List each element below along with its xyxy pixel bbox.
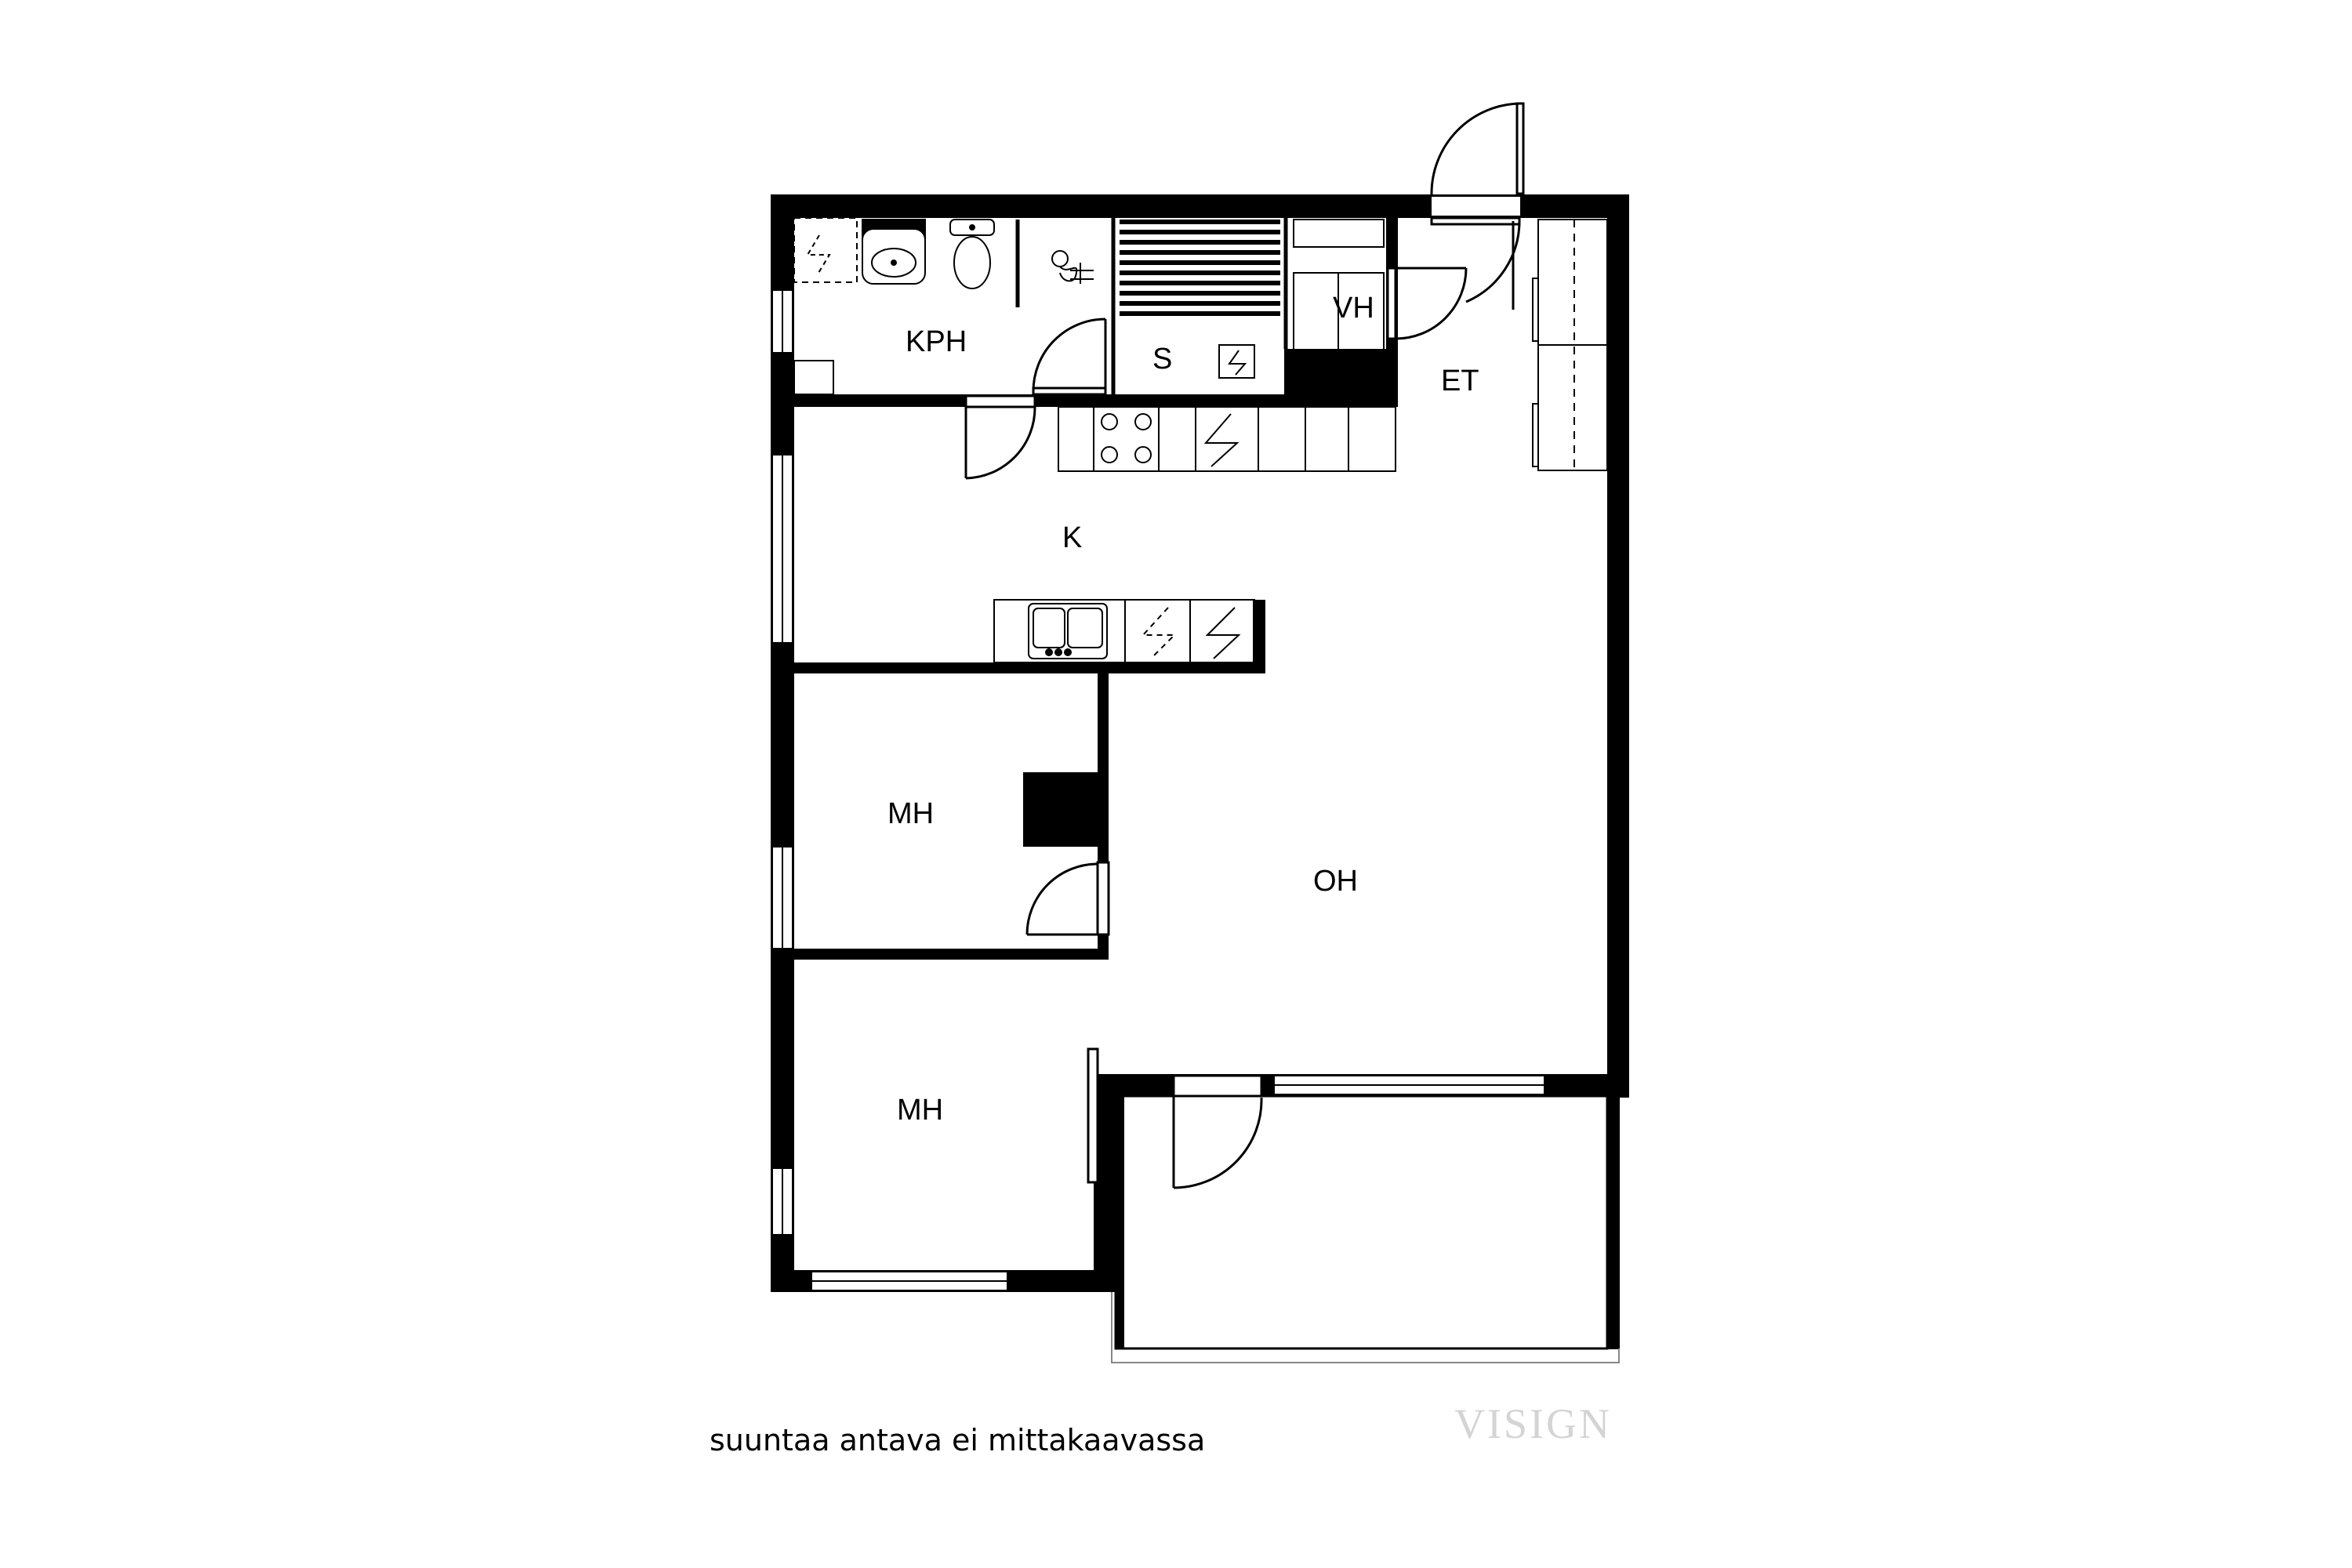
wardrobe-et: [1532, 219, 1608, 471]
balcony: [1111, 1094, 1620, 1363]
wall-closet-block: [1023, 772, 1098, 847]
room-label-oh: OH: [1313, 865, 1358, 898]
wall-bathroom-bottom-2: [1033, 394, 1284, 407]
room-label-vh: VH: [1333, 292, 1374, 325]
sauna-bench: [1120, 220, 1280, 316]
entry-door[interactable]: [1430, 102, 1525, 310]
bathroom-door[interactable]: [1032, 318, 1107, 396]
wall-kitchen-bottom: [794, 662, 1265, 673]
room-label-kph: KPH: [906, 325, 967, 358]
room-label-s: S: [1152, 343, 1172, 376]
watermark-logo: VISIGN: [1454, 1400, 1612, 1447]
balcony-door[interactable]: [1172, 1074, 1263, 1189]
bathroom-cabinet: [793, 360, 834, 395]
fridge-icon: [1203, 413, 1240, 467]
wall-right: [1607, 194, 1629, 1098]
room-labels: KPH S VH ET K MH OH MH: [887, 292, 1479, 1127]
dishwasher-icon: [1124, 600, 1177, 662]
room-label-et: ET: [1441, 365, 1479, 397]
kitchen-sink-icon: [1028, 603, 1108, 659]
scale-disclaimer: suuntaa antava ei mittakaavassa: [710, 1423, 1206, 1457]
wall-left: [771, 194, 794, 1292]
wall-vh-block: [1284, 349, 1398, 407]
doors: [964, 102, 1525, 1189]
bathroom-sink-icon: [862, 219, 926, 285]
entry-door-frame[interactable]: [1430, 195, 1522, 217]
windows: [771, 195, 1545, 1291]
washing-machine-icon: [793, 217, 858, 283]
wall-kitchen-island-end: [1253, 600, 1265, 673]
toilet-icon: [949, 219, 995, 289]
room-label-mh-upper: MH: [887, 797, 934, 830]
shower-icon: [1051, 250, 1094, 284]
fixtures: [793, 217, 1620, 1363]
stove-icon: [1093, 406, 1160, 472]
vh-door[interactable]: [1386, 267, 1468, 340]
bedroom2-door[interactable]: [1087, 1047, 1099, 1184]
freezer-icon: [1205, 607, 1241, 659]
room-label-k: K: [1062, 521, 1082, 554]
walls: [771, 194, 1629, 1292]
room-label-mh-lower: MH: [897, 1094, 943, 1127]
kitchen-counter: [1058, 406, 1396, 472]
bedroom1-door[interactable]: [1025, 861, 1110, 936]
vh-cabinets: [1293, 219, 1385, 350]
wall-bedroom1-bottom: [794, 949, 1108, 960]
sauna-heater-icon: [1218, 344, 1255, 379]
kitchen-door[interactable]: [964, 394, 1036, 480]
